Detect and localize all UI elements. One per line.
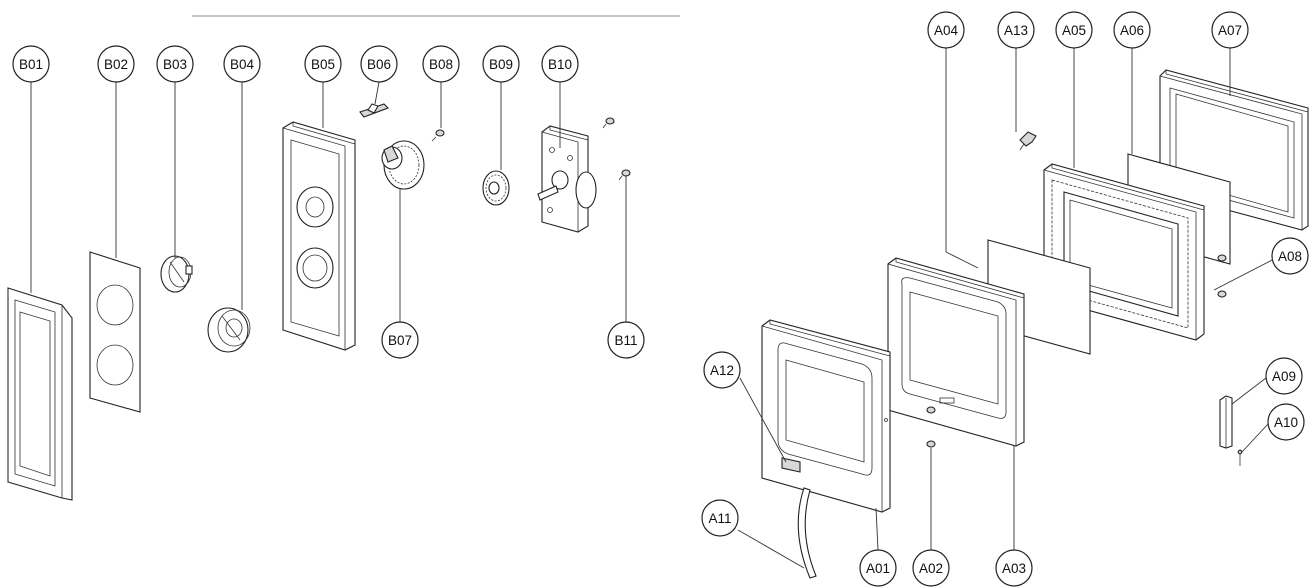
callout-a04: A04 — [927, 11, 965, 49]
callout-b01: B01 — [12, 45, 50, 83]
callout-b08: B08 — [422, 45, 460, 83]
svg-text:B02: B02 — [104, 57, 128, 72]
part-b02-panel-sheet — [89, 251, 141, 413]
callout-a06: A06 — [1113, 11, 1151, 49]
part-b05-control-frame — [282, 121, 356, 351]
svg-text:A10: A10 — [1274, 415, 1298, 430]
callout-a13: A13 — [997, 11, 1035, 49]
callout-b03: B03 — [156, 45, 194, 83]
part-b09-gear-disk — [482, 170, 510, 206]
svg-text:A05: A05 — [1062, 23, 1086, 38]
callout-b05: B05 — [304, 45, 342, 83]
part-a10-spring — [1237, 449, 1243, 466]
callout-b06: B06 — [360, 45, 398, 83]
svg-text:A04: A04 — [934, 23, 959, 38]
part-b10-timer-motor — [537, 125, 597, 233]
callout-a05: A05 — [1055, 11, 1093, 49]
svg-text:B11: B11 — [614, 333, 637, 348]
svg-text:B09: B09 — [489, 57, 513, 72]
svg-text:B06: B06 — [367, 57, 391, 72]
part-a02-screws — [926, 406, 936, 448]
callout-b04: B04 — [223, 45, 261, 83]
part-b04-knob — [207, 307, 251, 353]
callout-a07: A07 — [1211, 11, 1249, 49]
callout-a10: A10 — [1267, 403, 1305, 441]
svg-text:B10: B10 — [548, 57, 572, 72]
part-a08-screws — [1217, 254, 1227, 298]
callout-a03: A03 — [995, 549, 1033, 587]
svg-text:B05: B05 — [311, 57, 335, 72]
callout-b02: B02 — [97, 45, 135, 83]
part-b01-panel-frame — [7, 287, 73, 501]
part-b08-screw — [431, 129, 445, 142]
svg-text:A11: A11 — [708, 511, 731, 526]
svg-text:A12: A12 — [710, 363, 734, 378]
svg-text:A07: A07 — [1218, 23, 1242, 38]
part-b07-gear — [381, 140, 425, 190]
part-a12-label — [781, 457, 801, 473]
callout-b09: B09 — [482, 45, 520, 83]
callout-b07: B07 — [381, 321, 419, 359]
callout-a11: A11 — [701, 499, 739, 537]
svg-text:A02: A02 — [919, 561, 943, 576]
part-a11-handle — [797, 487, 817, 579]
svg-text:A13: A13 — [1004, 23, 1028, 38]
svg-text:B03: B03 — [163, 57, 187, 72]
svg-text:B01: B01 — [19, 57, 43, 72]
callout-a02: A02 — [912, 549, 950, 587]
callout-a12: A12 — [703, 351, 741, 389]
svg-text:B07: B07 — [388, 333, 412, 348]
part-b06-bracket — [359, 103, 389, 118]
svg-text:A01: A01 — [866, 561, 890, 576]
part-a09-hinge — [1219, 395, 1233, 449]
callout-b10: B10 — [541, 45, 579, 83]
svg-text:B08: B08 — [429, 57, 453, 72]
svg-text:A09: A09 — [1272, 369, 1296, 384]
part-b11-screws — [602, 117, 631, 181]
callout-b11: B11 — [607, 321, 645, 359]
callout-a08: A08 — [1271, 237, 1309, 275]
part-a01-outer-door — [761, 319, 891, 513]
svg-text:A06: A06 — [1120, 23, 1144, 38]
svg-text:B04: B04 — [230, 57, 255, 72]
callout-a09: A09 — [1265, 357, 1303, 395]
svg-text:A03: A03 — [1002, 561, 1026, 576]
svg-text:A08: A08 — [1278, 249, 1302, 264]
callout-a01: A01 — [859, 549, 897, 587]
part-b03-knob — [160, 255, 193, 293]
part-a13-latch — [1019, 131, 1037, 151]
